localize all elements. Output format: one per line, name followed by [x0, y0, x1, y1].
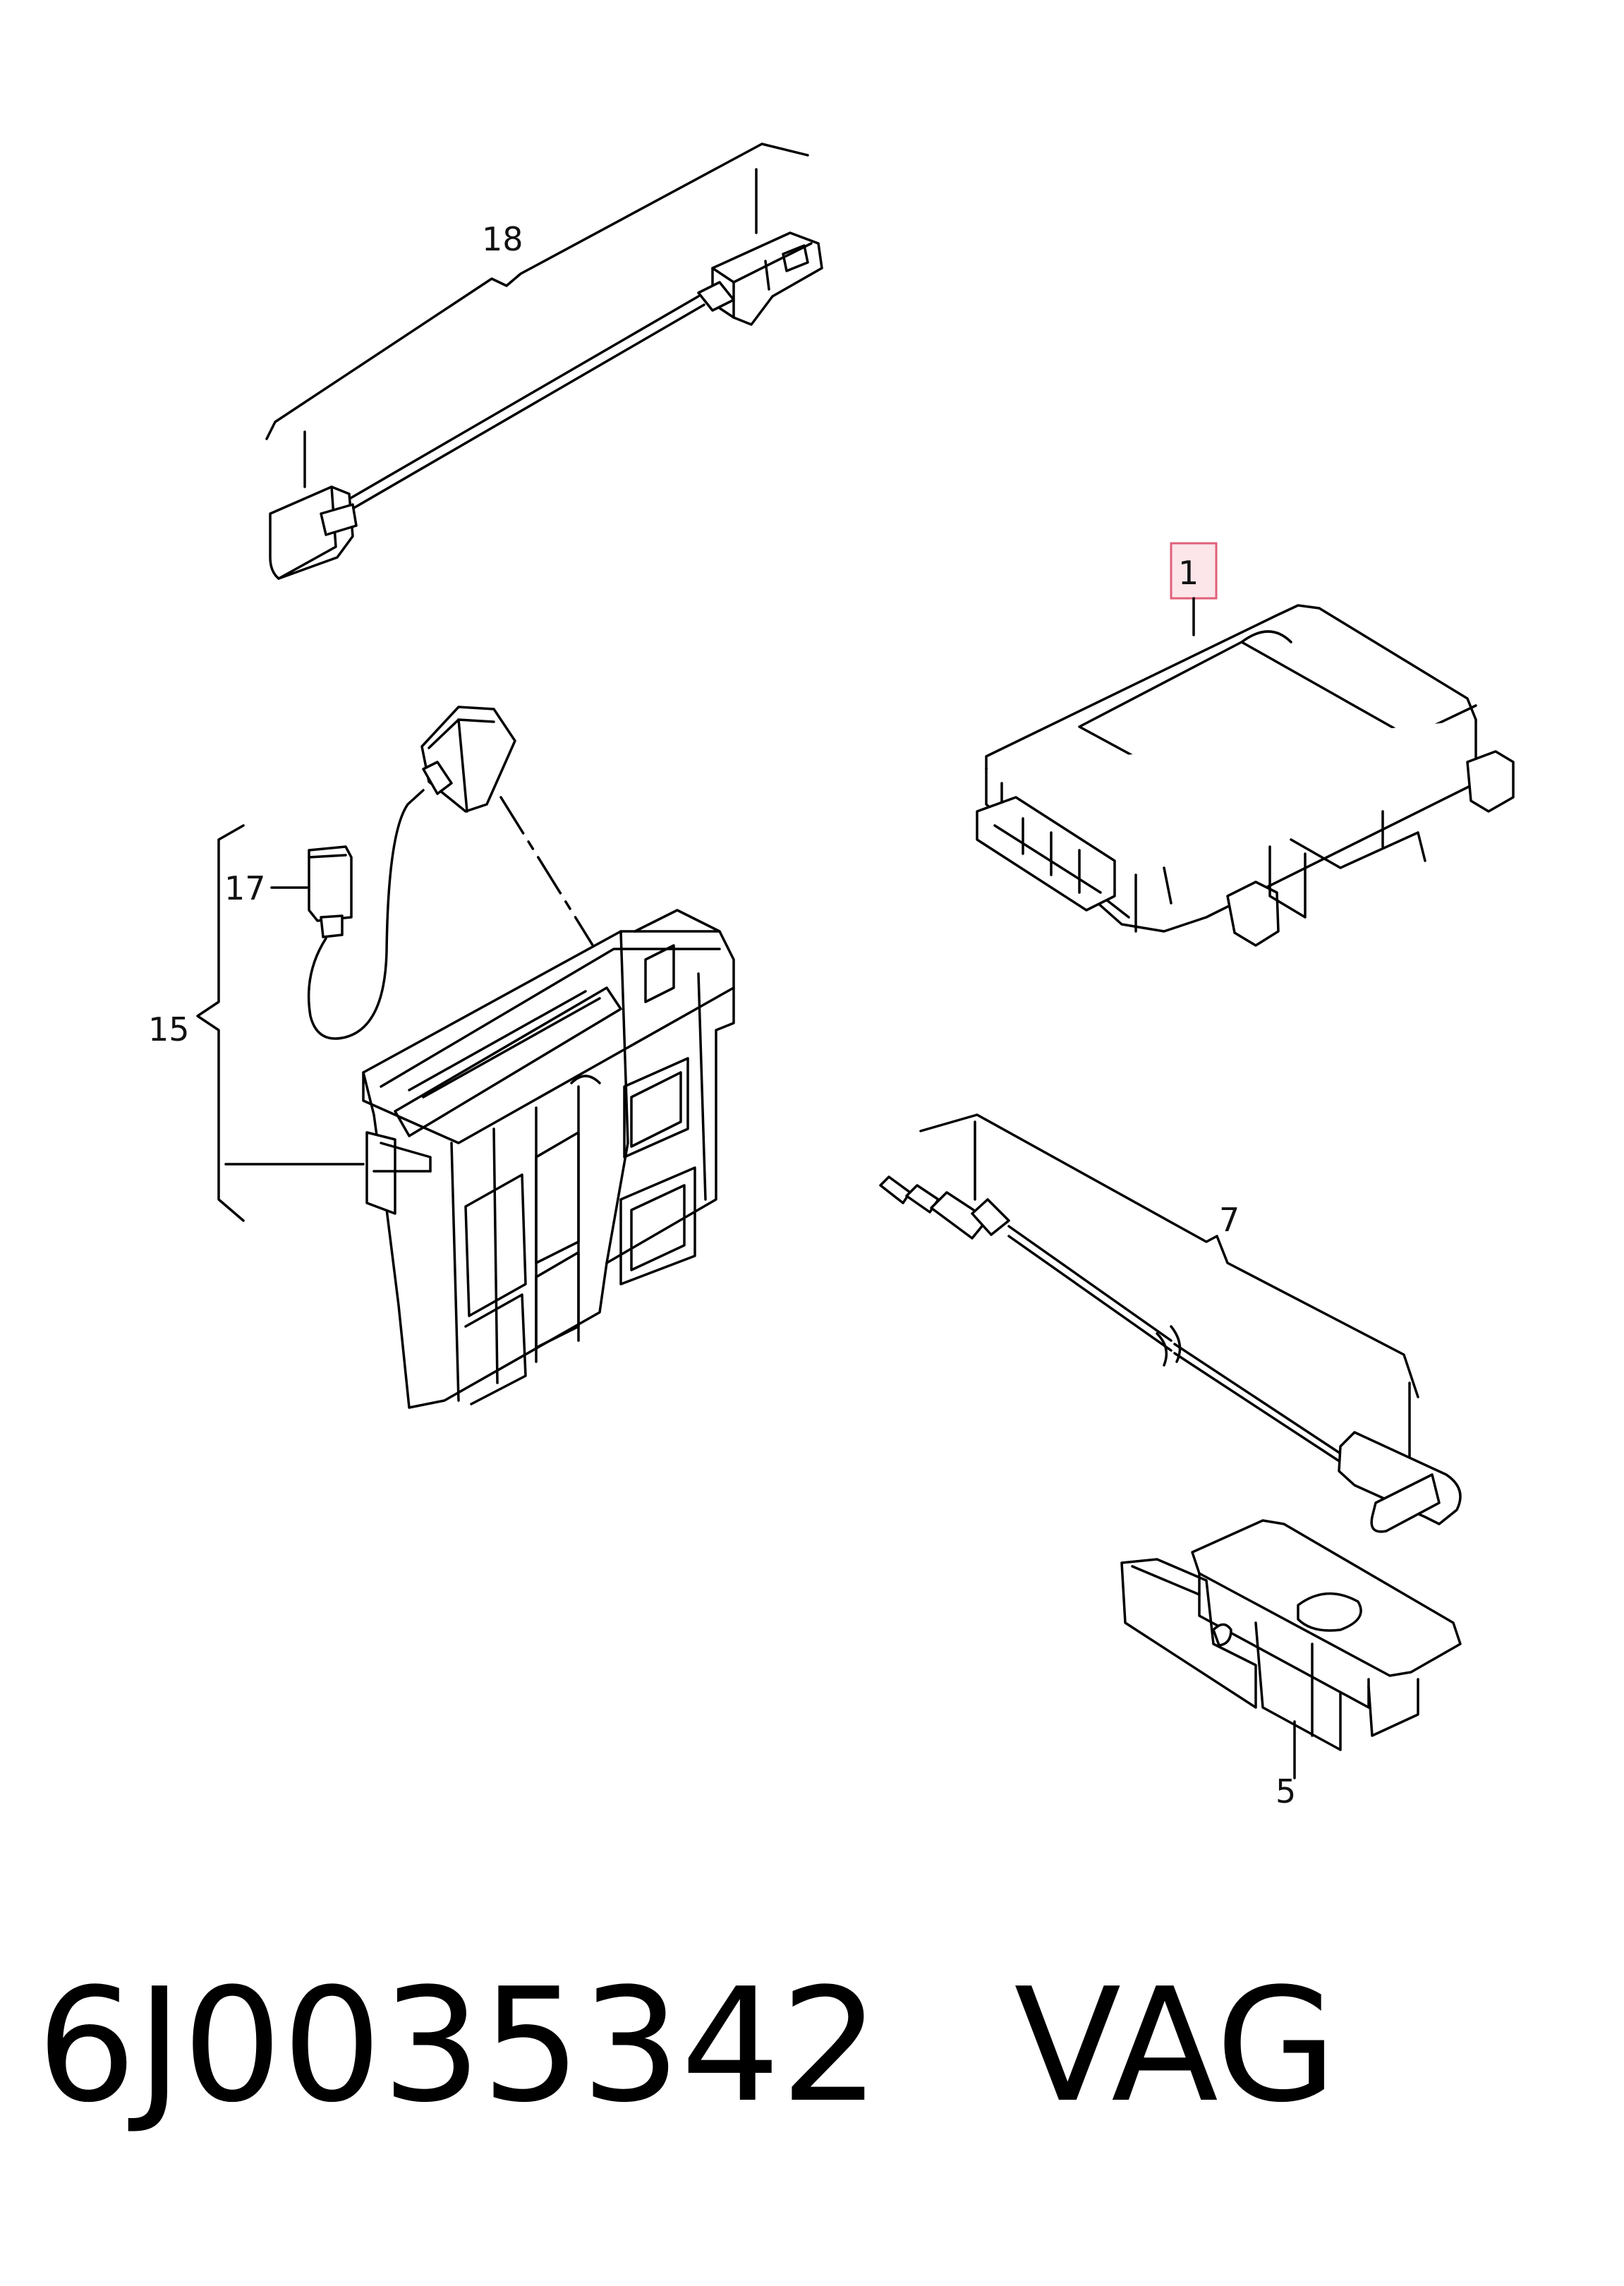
callout-5: 5: [1275, 1772, 1296, 1810]
callout-17: 17: [224, 869, 266, 907]
callout-7: 7: [1219, 1201, 1240, 1239]
part-number: 6J0035342: [37, 1955, 880, 2137]
part-15-holder: [196, 706, 735, 1409]
exploded-parts-diagram: 18 1: [148, 143, 1515, 1810]
callout-15: 15: [148, 1010, 190, 1048]
brand-name: VAG: [1014, 1955, 1338, 2137]
callout-18: 18: [482, 220, 523, 258]
part-7-aux-cable: [879, 1113, 1462, 1533]
part-5-aux-socket: [1120, 1519, 1462, 1779]
part-18-cable: [265, 143, 823, 580]
part-1-control-unit: [976, 542, 1515, 947]
footer: 6J0035342 VAG: [37, 1954, 1337, 2138]
callout-1: 1: [1178, 554, 1199, 592]
